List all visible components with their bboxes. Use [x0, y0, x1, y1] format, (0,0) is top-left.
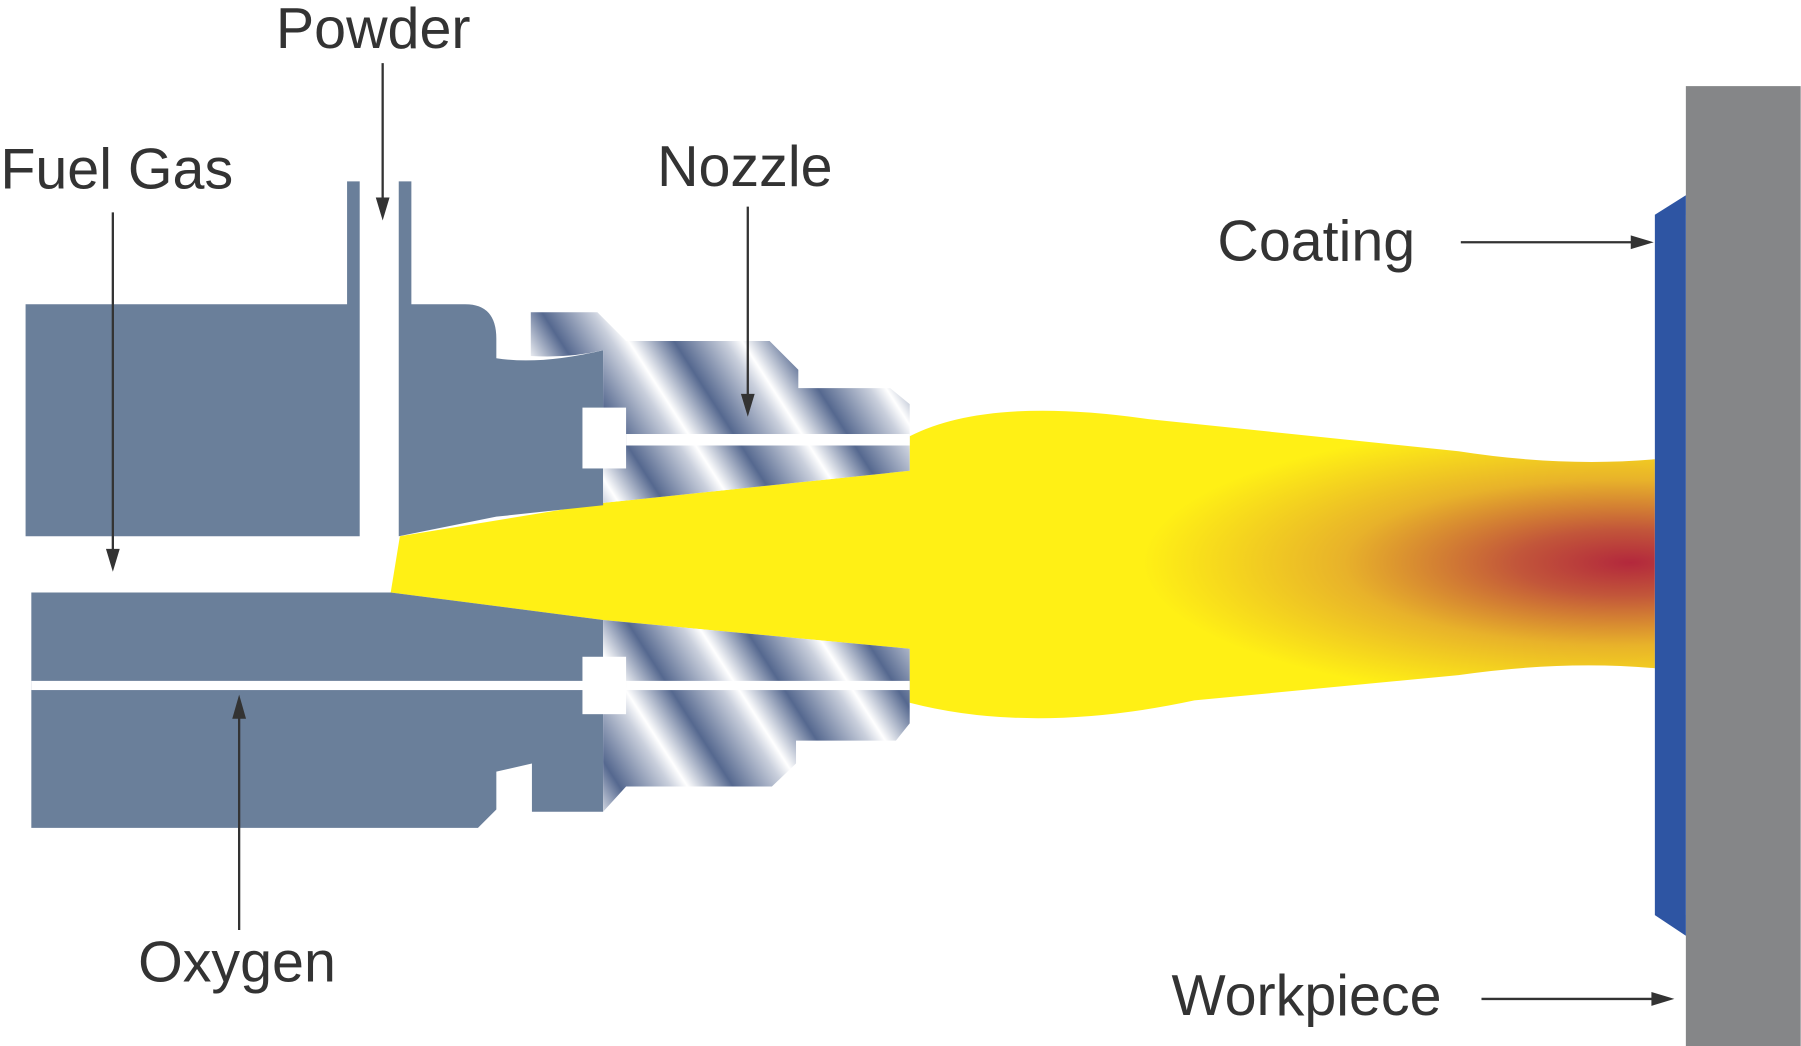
arrow-head-icon: [105, 548, 120, 572]
arrow-head-icon: [740, 393, 755, 417]
torch-body-upper: [25, 181, 604, 537]
arrow-head-icon: [375, 197, 390, 221]
arrow-head-icon: [232, 694, 247, 719]
nozzle-lower: [603, 620, 910, 812]
gas-channels: [31, 407, 910, 715]
torch-body-lower: [31, 592, 604, 828]
label-oxygen: Oxygen: [138, 931, 336, 995]
arrows: [105, 63, 1675, 1006]
arrow-head-icon: [1651, 992, 1675, 1006]
coating-layer: [1654, 195, 1686, 936]
arrow-head-icon: [1630, 235, 1654, 250]
workpiece: [1685, 86, 1801, 1046]
label-fuel-gas: Fuel Gas: [0, 137, 233, 201]
flame: [390, 410, 1655, 719]
label-nozzle: Nozzle: [657, 135, 832, 199]
label-workpiece: Workpiece: [1171, 964, 1441, 1028]
label-coating: Coating: [1217, 210, 1415, 274]
label-powder: Powder: [276, 0, 471, 61]
